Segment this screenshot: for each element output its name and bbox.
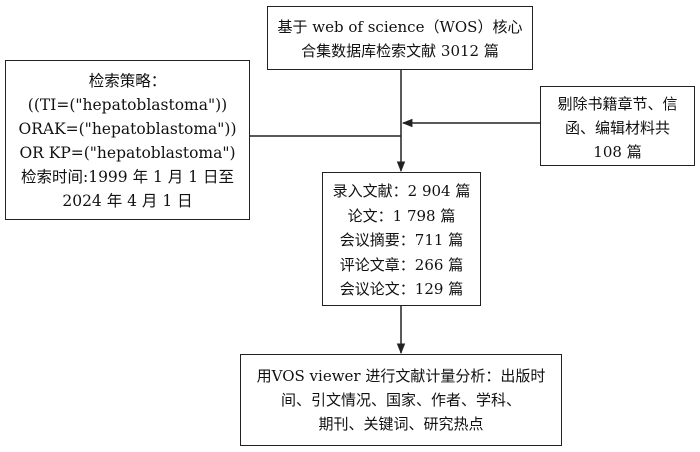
source-line-2: 合集数据库检索文献 3012 篇	[301, 42, 499, 60]
analysis-line-1: 用VOS viewer 进行文献计量分析：出版时	[256, 367, 546, 385]
strategy-line-6: 2024 年 4 月 1 日	[62, 192, 193, 210]
included-records-box: 录入文献：2 904 篇 论文：1 798 篇 会议摘要：711 篇 评论文章：…	[322, 172, 481, 306]
included-line-5: 会议论文：129 篇	[339, 280, 464, 298]
included-line-3: 会议摘要：711 篇	[339, 231, 464, 249]
included-line-2: 论文：1 798 篇	[347, 206, 456, 225]
bibliometric-analysis-box: 用VOS viewer 进行文献计量分析：出版时 间、引文情况、国家、作者、学科…	[240, 354, 562, 446]
included-line-4: 评论文章：266 篇	[339, 255, 464, 274]
strategy-line-2: ((TI=("hepatoblastoma"))	[27, 96, 228, 114]
included-line-1: 录入文献：2 904 篇	[332, 182, 471, 200]
excluded-line-1: 剔除书籍章节、信	[557, 95, 678, 113]
strategy-line-1: 检索策略：	[88, 72, 167, 90]
source-line-1: 基于 web of science（WOS）核心	[277, 18, 523, 36]
excluded-line-2: 函、编辑材料共	[564, 119, 670, 137]
analysis-line-3: 期刊、关键词、研究热点	[318, 415, 484, 433]
strategy-line-5: 检索时间:1999 年 1 月 1 日至	[20, 168, 235, 186]
strategy-line-4: OR KP=("hepatoblastoma")	[19, 144, 236, 162]
excluded-records-box: 剔除书籍章节、信 函、编辑材料共 108 篇	[540, 86, 695, 166]
excluded-line-3: 108 篇	[593, 143, 642, 161]
source-database-box: 基于 web of science（WOS）核心 合集数据库检索文献 3012 …	[267, 6, 533, 70]
analysis-line-2: 间、引文情况、国家、作者、学科、	[280, 391, 521, 409]
search-strategy-box: 检索策略： ((TI=("hepatoblastoma")) ORAK=("he…	[5, 60, 250, 220]
strategy-line-3: ORAK=("hepatoblastoma"))	[18, 120, 237, 138]
